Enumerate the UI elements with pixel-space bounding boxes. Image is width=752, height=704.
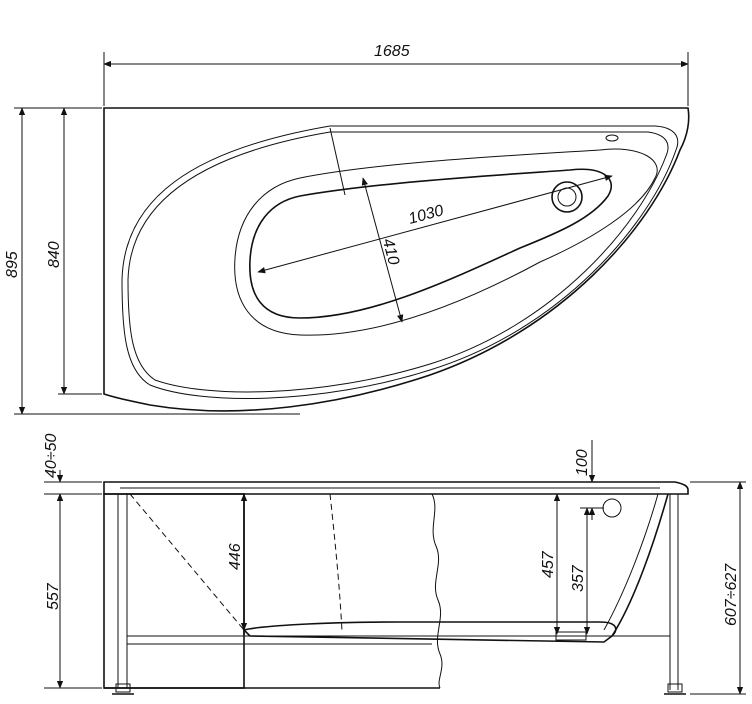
top-view-bowl-outer (234, 148, 658, 336)
total-height-label: 607÷627 (723, 563, 740, 626)
bowl-length-dim-line (257, 174, 613, 274)
drain-outlet-icon (555, 631, 587, 641)
overflow-side-icon (602, 498, 622, 518)
top-view-rim-line-2 (127, 131, 669, 393)
side-view-break-line (431, 493, 443, 689)
width-label: 895 (4, 251, 21, 278)
inner-depth-right-label: 457 (540, 550, 557, 578)
top-view-outer-outline (103, 107, 690, 412)
side-view-tub-right-wall (611, 493, 669, 637)
foot-left (115, 683, 131, 693)
inner-width-label: 840 (46, 241, 63, 268)
top-view-seat-line (329, 127, 346, 196)
drain-offset-label: 100 (574, 449, 591, 476)
side-depth-label: 557 (45, 582, 62, 610)
drain-icon (551, 181, 583, 213)
inner-depth-left-label: 446 (227, 543, 244, 570)
bowl-length-label: 1030 (407, 202, 446, 228)
side-view-apron-left (103, 493, 245, 689)
length-label: 1685 (374, 43, 410, 60)
drain-inner-icon (557, 187, 577, 207)
side-view-tub-right-wall-2 (603, 493, 659, 631)
side-view-rim (103, 481, 689, 495)
drain-height-label: 357 (570, 564, 587, 592)
bowl-width-dim-line (361, 177, 404, 323)
side-view: 40÷50 557 446 457 357 100 607÷627 (43, 434, 746, 695)
side-view-bowl-dashed-2 (329, 493, 343, 633)
rim-height-label: 40÷50 (43, 434, 60, 478)
bowl-width-label: 410 (379, 237, 402, 267)
overflow-icon (605, 134, 619, 142)
top-view-rim-line (121, 125, 679, 399)
top-view: 1030 410 1685 895 840 (4, 43, 690, 415)
foot-right (667, 683, 683, 693)
